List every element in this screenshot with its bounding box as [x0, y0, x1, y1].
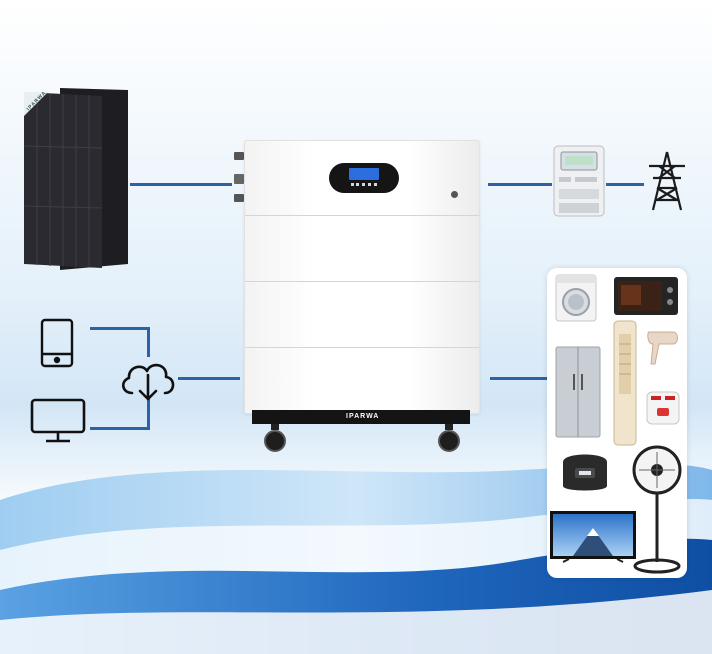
tv-icon [550, 511, 636, 563]
battery-ports [232, 150, 246, 206]
connector-battery-appliances [490, 377, 548, 380]
battery-cabinet [244, 140, 480, 414]
microwave-icon [614, 277, 678, 315]
solar-panel-icon: IPARWA [22, 86, 132, 271]
power-button[interactable] [451, 191, 458, 198]
toaster-icon [646, 391, 680, 425]
connector-phone-v [147, 327, 150, 357]
background-wave [0, 464, 712, 654]
wheel-right [436, 424, 462, 452]
battery-brand-label: IPARWA [346, 413, 380, 420]
meter-icon [553, 145, 605, 217]
refrigerator-icon [555, 346, 601, 438]
fan-icon [632, 445, 682, 574]
wheel-left [262, 424, 288, 452]
phone-icon [40, 318, 74, 368]
rice-cooker-icon [563, 454, 607, 491]
air-conditioner-icon [613, 320, 637, 446]
battery-display [329, 163, 399, 193]
monitor-icon [30, 398, 86, 444]
cloud-download-icon [118, 355, 178, 403]
connector-monitor-v [147, 398, 150, 430]
connector-meter-tower [606, 183, 644, 186]
washing-machine-icon [555, 274, 597, 322]
appliances-panel [547, 268, 687, 578]
transmission-tower-icon [645, 150, 689, 212]
connector-solar-battery [130, 183, 232, 186]
battery-system: IPARWA [232, 140, 488, 455]
connector-phone-h [90, 327, 150, 330]
battery-base: IPARWA [252, 410, 470, 424]
connector-cloud-battery [178, 377, 240, 380]
connector-battery-meter [488, 183, 552, 186]
hair-dryer-icon [647, 331, 678, 365]
connector-monitor-h [90, 427, 150, 430]
